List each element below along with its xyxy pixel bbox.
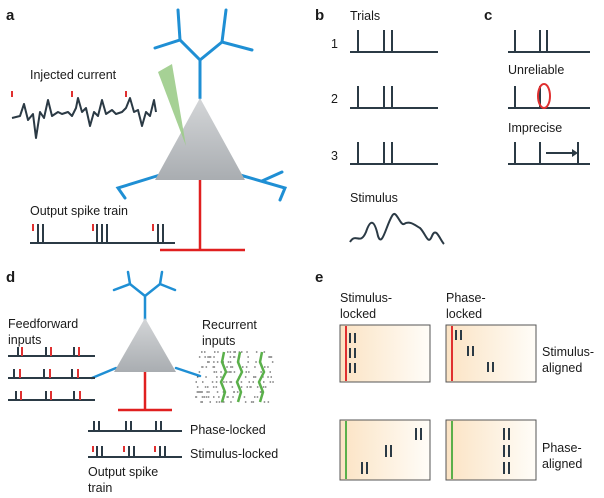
unreliable-spikes	[508, 83, 590, 109]
neuron-d-soma	[114, 318, 176, 372]
feedforward-label-line2: inputs	[8, 333, 41, 347]
injected-current-label: Injected current	[30, 68, 117, 82]
trial-3-number: 3	[331, 149, 338, 163]
stimulus-label: Stimulus	[350, 191, 398, 205]
row1-label-line2: aligned	[542, 361, 582, 375]
reliable-spikes	[508, 30, 590, 53]
recurrent-label-line2: inputs	[202, 334, 235, 348]
raster-stim-locked-phase-aligned	[339, 419, 431, 481]
injected-current-trace	[11, 91, 157, 139]
neuron-d-dendrites	[90, 270, 202, 380]
raster-phase-locked-phase-aligned	[445, 419, 537, 481]
raster-phase-locked-stim-aligned	[445, 324, 537, 383]
col1-label-line2: locked	[340, 307, 376, 321]
panel-b: b Trials 1 2 3 Stimulus	[315, 7, 445, 245]
panel-c-label: c	[484, 7, 492, 24]
col2-label-line2: locked	[446, 307, 482, 321]
stimulus-locked-label: Stimulus-locked	[190, 447, 278, 461]
imprecise-spikes	[508, 142, 590, 165]
recurrent-raster	[195, 351, 274, 403]
phase-locked-train	[88, 421, 182, 432]
neuron-a-dendrites	[115, 8, 288, 202]
panel-b-label: b	[315, 7, 324, 24]
row2-label-line2: aligned	[542, 457, 582, 471]
panel-e: e Stimulus- locked Phase- locked Stimulu…	[315, 269, 594, 481]
output-label-line1: Output spike	[88, 465, 158, 479]
output-spike-train-label: Output spike train	[30, 204, 128, 218]
row2-label-line1: Phase-	[542, 441, 582, 455]
stimulus-trace	[349, 213, 445, 245]
trial-3-spikes	[350, 142, 438, 165]
panel-a: a Injected current Output spike	[6, 7, 288, 252]
trial-2-number: 2	[331, 92, 338, 106]
panel-a-label: a	[6, 7, 15, 24]
panel-d: d Feedforward inputs	[6, 269, 278, 495]
output-spike-train-a	[30, 224, 175, 244]
imprecise-label: Imprecise	[508, 121, 562, 135]
trials-label: Trials	[350, 9, 380, 23]
trial-1-spikes	[350, 30, 438, 53]
stimulus-locked-train	[88, 446, 182, 458]
neuron-a-soma	[155, 98, 245, 180]
phase-locked-label: Phase-locked	[190, 423, 266, 437]
recurrent-label-line1: Recurrent	[202, 318, 257, 332]
neuron-d-axon	[118, 372, 172, 412]
feedforward-label-line1: Feedforward	[8, 317, 78, 331]
row1-label-line1: Stimulus-	[542, 345, 594, 359]
col2-label-line1: Phase-	[446, 291, 486, 305]
panel-c: c Unreliable Imprecise	[484, 7, 590, 165]
panel-d-label: d	[6, 269, 15, 286]
neuron-a-axon	[160, 180, 245, 252]
trial-2-spikes	[350, 86, 438, 109]
output-label-line2: train	[88, 481, 112, 495]
unreliable-label: Unreliable	[508, 63, 564, 77]
raster-stim-locked-stim-aligned	[339, 324, 431, 383]
panel-e-label: e	[315, 269, 323, 286]
electrode	[158, 64, 186, 146]
col1-label-line1: Stimulus-	[340, 291, 392, 305]
trial-1-number: 1	[331, 37, 338, 51]
feedforward-inputs	[8, 347, 95, 401]
